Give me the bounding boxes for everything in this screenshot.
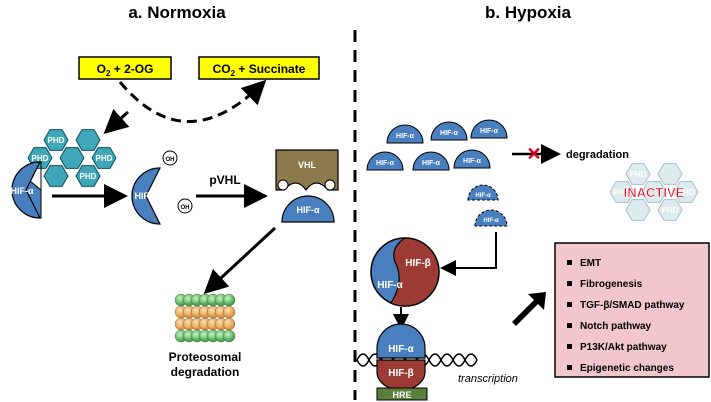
phd-hexagon: PHD	[625, 163, 651, 185]
phd-hexagon	[43, 165, 69, 187]
svg-text:PHD: PHD	[96, 154, 113, 163]
hif-alpha-free: HIF-α	[10, 160, 42, 219]
arrow-to-phd	[103, 109, 130, 135]
proteasome-subunit	[222, 305, 236, 319]
hypoxia-title: b. Hypoxia	[485, 3, 572, 22]
normoxia-title: a. Normoxia	[128, 3, 226, 22]
hif-alpha-translocating: HIF-α HIF-α	[467, 184, 508, 227]
phd-hexagon	[641, 181, 667, 203]
svg-text:HIF-β: HIF-β	[405, 258, 431, 269]
hif-dimer: HIF-α HIF-β	[370, 237, 440, 307]
hif-alpha-hydroxylated: HIF-α OH OH	[131, 150, 193, 225]
substrates-box: O2 + 2-OG	[78, 56, 172, 80]
block-x-icon: ✕	[526, 144, 541, 164]
phd-hexagon	[657, 163, 683, 185]
phd-hexagon: PHD	[91, 147, 117, 169]
bullet-icon	[567, 302, 572, 307]
hif-complex-on-dna: HIF-α HIF-β	[376, 323, 426, 391]
svg-text:HRE: HRE	[392, 390, 411, 400]
svg-text:HIF-β: HIF-β	[388, 368, 414, 379]
svg-text:HIF-α: HIF-α	[440, 130, 459, 137]
vhl-complex: VHL HIF-α	[275, 149, 339, 223]
arrow-to-dimer	[440, 232, 497, 276]
outcomes-box	[554, 242, 710, 378]
outcome-item: Notch pathway	[580, 321, 652, 332]
arrow-to-proteasome	[203, 226, 277, 295]
phd-hexagon: PHD	[75, 165, 101, 187]
svg-text:HIF-α: HIF-α	[296, 205, 319, 215]
phd-hexagon	[59, 147, 85, 169]
svg-text:HIF-α: HIF-α	[483, 218, 499, 224]
big-arrow-icon	[512, 292, 546, 326]
dashed-cycle-arrow	[118, 79, 267, 123]
proteasome-label-2: degradation	[171, 365, 240, 379]
svg-text:HIF-α: HIF-α	[463, 158, 482, 165]
phd-hexagon: PHD	[609, 181, 635, 203]
bullet-icon	[567, 281, 572, 286]
svg-text:PHD: PHD	[48, 136, 65, 145]
phd-hexagon: PHD	[43, 129, 69, 151]
hif-alpha-half: HIF-α	[453, 149, 491, 169]
hif-alpha-half: HIF-α	[366, 151, 404, 171]
hif-alpha-half: HIF-α	[430, 121, 468, 141]
outcome-item: P13K/Akt pathway	[580, 342, 667, 353]
bullet-icon	[567, 260, 572, 265]
outcome-item: TGF-β/SMAD pathway	[580, 300, 685, 311]
transcription-label: transcription	[458, 373, 518, 385]
phd-hexagon	[75, 129, 101, 151]
svg-text:HIF-α: HIF-α	[388, 344, 414, 355]
svg-text:HIF-α: HIF-α	[377, 280, 403, 291]
svg-text:OH: OH	[181, 205, 190, 211]
svg-text:PHD: PHD	[662, 206, 679, 215]
svg-text:HIF-α: HIF-α	[396, 133, 415, 140]
bullet-icon	[567, 365, 572, 370]
svg-text:HIF-α: HIF-α	[475, 193, 491, 199]
svg-text:VHL: VHL	[298, 160, 317, 170]
phd-hexagon	[625, 199, 651, 221]
phd-inactive: PHD PHD PHD PHD	[609, 163, 699, 221]
svg-text:HIF-α: HIF-α	[422, 160, 441, 167]
svg-text:O2 + 2-OG: O2 + 2-OG	[97, 62, 154, 78]
svg-text:PHD: PHD	[80, 172, 97, 181]
proteasome-label-1: Proteosomal	[169, 350, 242, 364]
phd-hexagon: PHD	[673, 181, 699, 203]
svg-text:PHD: PHD	[630, 170, 647, 179]
svg-text:PHD: PHD	[32, 154, 49, 163]
hif-alpha-half: HIF-α	[386, 124, 424, 144]
products-box: CO2 + Succinate	[198, 56, 320, 80]
hre-box: HRE	[376, 387, 428, 401]
phd-hexagon: PHD	[657, 199, 683, 221]
svg-text:HIF-α: HIF-α	[10, 186, 33, 196]
degradation-label: degradation	[566, 149, 629, 161]
svg-text:HIF-α: HIF-α	[134, 191, 157, 201]
proteasome-subunit	[222, 329, 236, 343]
svg-text:HIF-α: HIF-α	[376, 160, 395, 167]
hif-alpha-half: HIF-α	[412, 151, 450, 171]
svg-text:HIF-α: HIF-α	[480, 128, 499, 135]
svg-text:PHD: PHD	[614, 188, 631, 197]
proteasome	[174, 293, 236, 343]
hif-alpha-half: HIF-α	[470, 119, 508, 139]
inactive-label: INACTIVE	[624, 185, 685, 200]
outcome-item: Fibrogenesis	[580, 279, 643, 290]
proteasome-subunit	[222, 317, 236, 331]
bullet-icon	[567, 323, 572, 328]
outcome-item: EMT	[580, 258, 601, 269]
bullet-icon	[567, 344, 572, 349]
proteasome-subunit	[222, 293, 236, 307]
svg-text:OH: OH	[166, 157, 175, 163]
outcome-item: Epigenetic changes	[580, 363, 674, 374]
svg-text:PHD: PHD	[678, 188, 695, 197]
pvhl-label: pVHL	[209, 173, 240, 187]
svg-text:CO2 + Succinate: CO2 + Succinate	[213, 62, 306, 78]
